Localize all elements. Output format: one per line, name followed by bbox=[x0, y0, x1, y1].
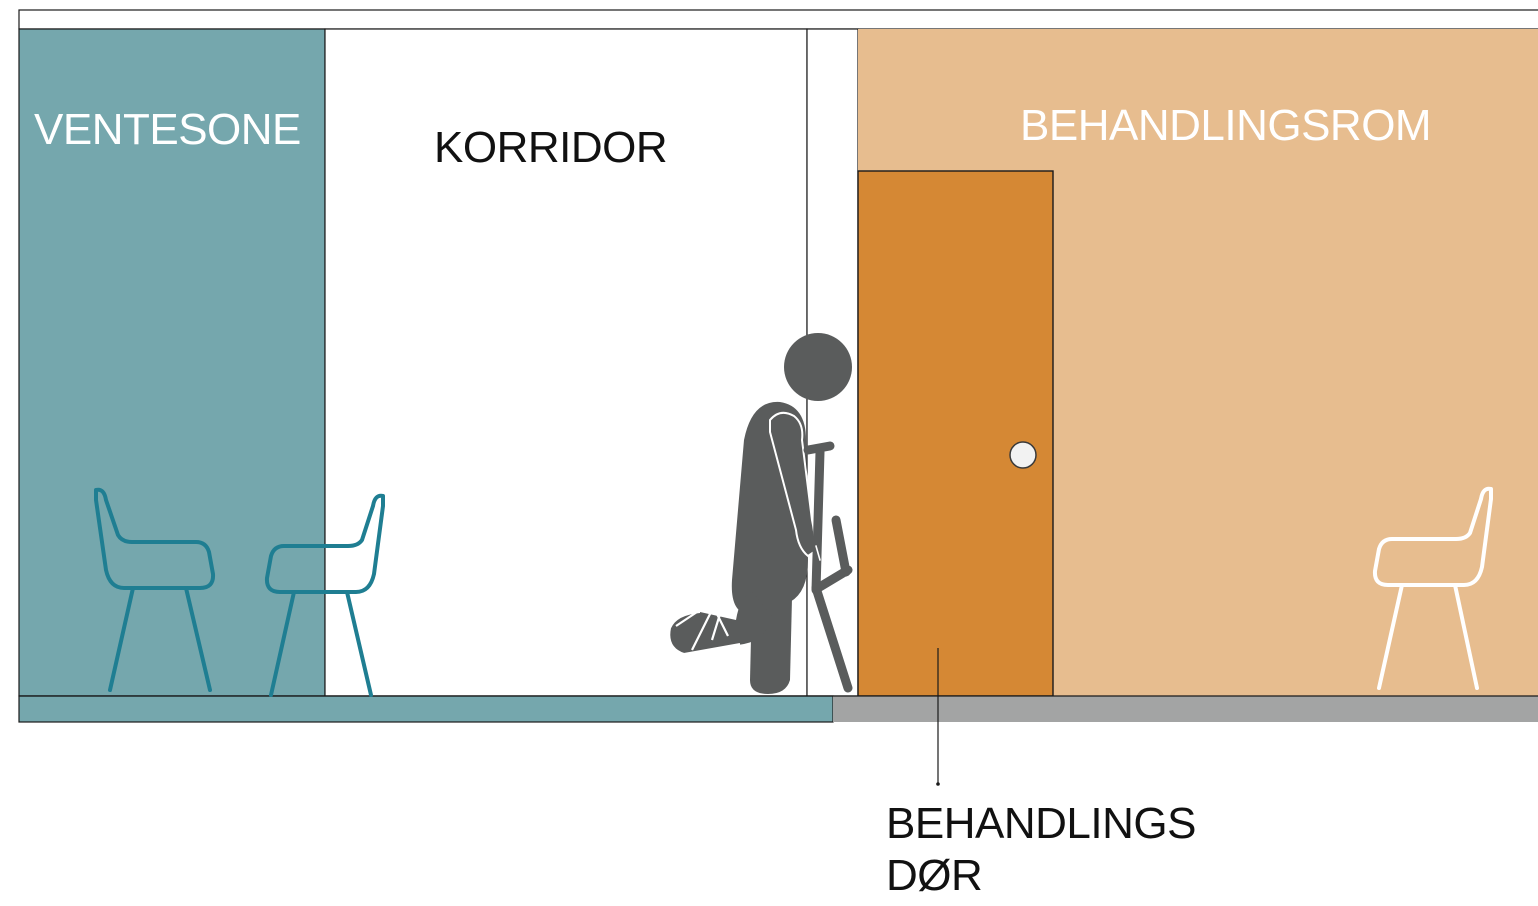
treatment-door-label-line2: DØR bbox=[886, 850, 1196, 902]
treatment-door-label-line1: BEHANDLINGS bbox=[886, 798, 1196, 850]
floor-treatment bbox=[833, 696, 1538, 722]
floor-waiting-corridor bbox=[19, 696, 833, 722]
door-leader-dot bbox=[936, 782, 940, 786]
door-knob-icon bbox=[1010, 442, 1036, 468]
treatment-door-label: BEHANDLINGS DØR bbox=[886, 798, 1196, 902]
treatment-room-label: BEHANDLINGSROM bbox=[1020, 104, 1431, 148]
treatment-door bbox=[858, 171, 1053, 696]
top-border-band bbox=[19, 10, 1538, 29]
corridor-label: KORRIDOR bbox=[434, 126, 667, 170]
waiting-zone-label: VENTESONE bbox=[34, 108, 301, 152]
